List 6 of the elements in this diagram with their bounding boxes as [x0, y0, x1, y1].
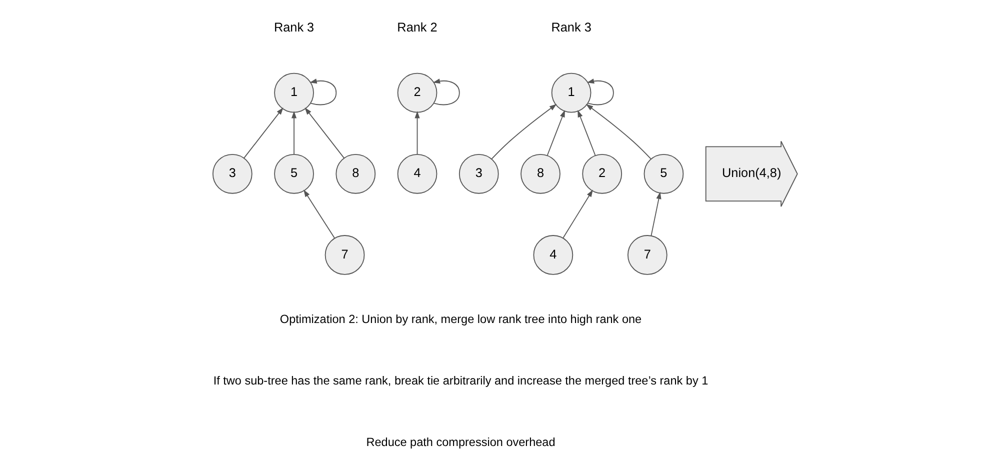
label: Rank 3 [551, 20, 592, 34]
label: Rank 3 [274, 20, 314, 34]
label: Reduce path compression overhead [366, 436, 556, 450]
label: If two sub-tree has the same rank, break tie arbitrarily and increase the merged tree’s rank by 1 [213, 374, 708, 388]
label: Rank 2 [397, 20, 438, 34]
label: Optimization 2: Union by rank, merge low rank tree into high rank one [280, 312, 642, 326]
